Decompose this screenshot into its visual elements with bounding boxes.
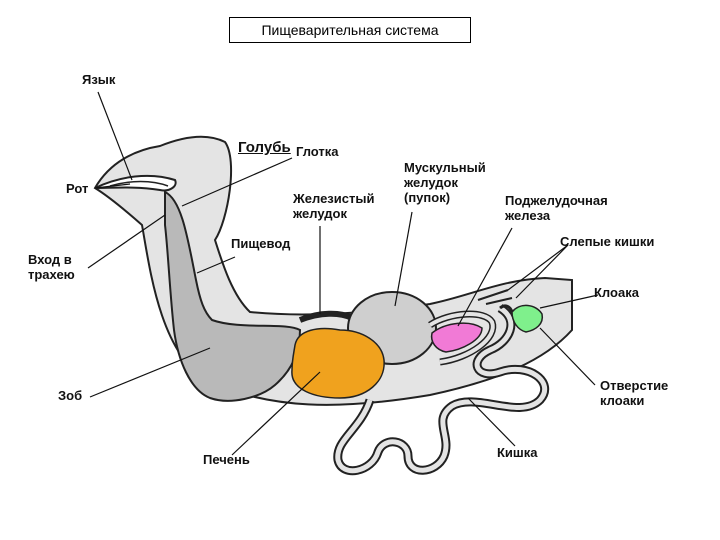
label-crop: Зоб (58, 388, 83, 403)
label-caeca: Слепые кишки (560, 234, 655, 249)
caeca (477, 289, 513, 305)
cloaca (511, 304, 544, 333)
label-mouth: Рот (66, 181, 89, 196)
label-muscular-stomach: Мускульный желудок (пупок) (404, 160, 486, 205)
label-glandular-stomach: Железистый желудок (293, 191, 375, 221)
glandular-stomach-tube (298, 310, 354, 323)
subtitle-pigeon: Голубь (238, 139, 291, 156)
label-liver: Печень (203, 452, 250, 467)
liver (291, 327, 385, 399)
label-intestine: Кишка (497, 445, 538, 460)
rectum (499, 304, 514, 313)
label-cloaca: Клоака (594, 285, 639, 300)
label-trachea-entry: Вход в трахею (28, 252, 75, 282)
tongue-shape (109, 180, 169, 187)
label-pharynx: Глотка (296, 144, 339, 159)
label-pancreas: Поджелудочная железа (505, 193, 608, 223)
label-esophagus: Пищевод (231, 236, 291, 251)
label-cloaca-opening: Отверстие клоаки (600, 378, 669, 408)
pancreas (430, 322, 483, 353)
diagram-title: Пищеварительная система (229, 17, 471, 43)
esophagus-crop (164, 190, 302, 402)
label-tongue: Язык (82, 72, 116, 87)
